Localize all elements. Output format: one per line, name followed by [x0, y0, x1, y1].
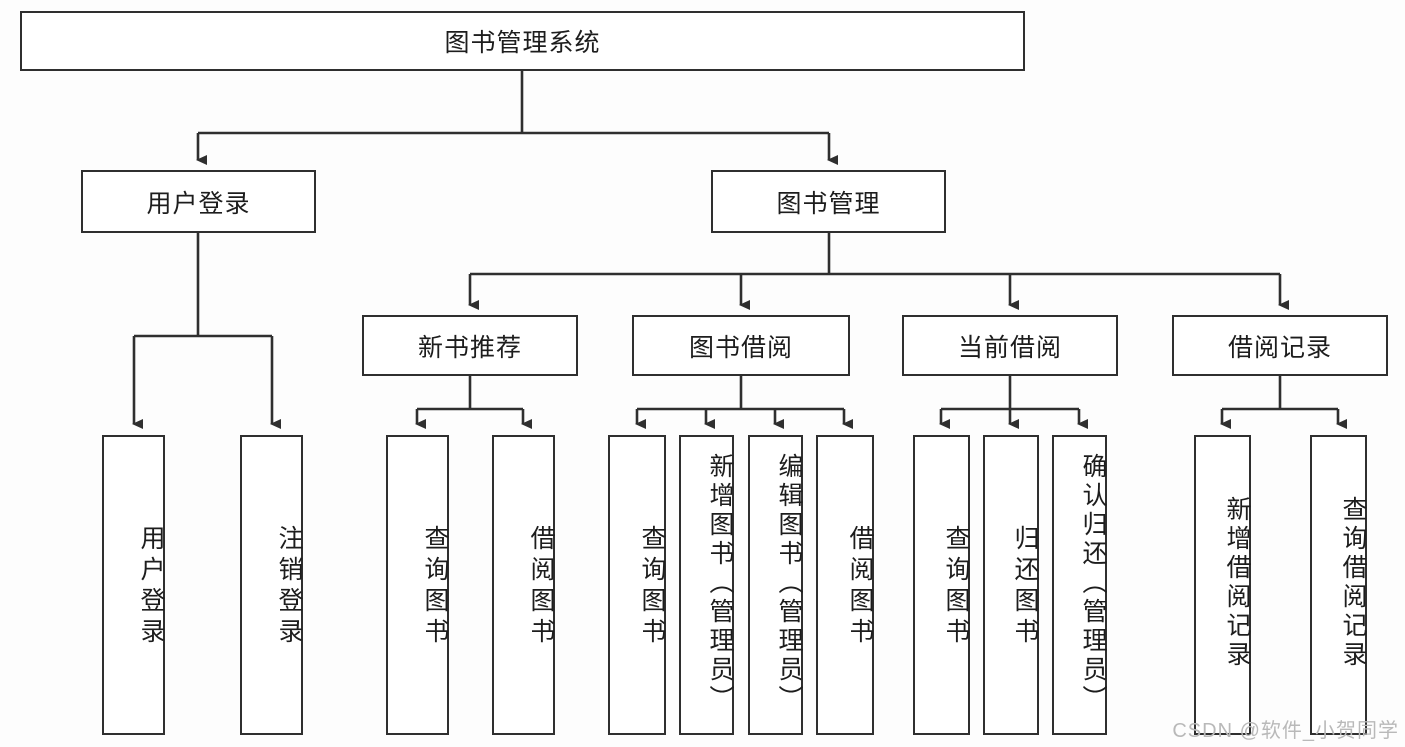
leaf-label: 用户登录 — [137, 525, 165, 649]
leaf-label: 借阅图书 — [527, 525, 555, 649]
node-book-management[interactable]: 图书管理 — [711, 170, 946, 233]
leaf-label: 查询图书 — [942, 525, 970, 649]
csdn-watermark: CSDN @软件_小贺同学 — [1172, 720, 1399, 742]
leaf-current-query-book[interactable]: 查询图书 — [913, 435, 970, 735]
node-root-label: 图书管理系统 — [444, 29, 601, 57]
leaf-borrow-edit-book-admin[interactable]: 编辑图书（管理员） — [748, 435, 803, 735]
leaf-borrow-add-book-admin[interactable]: 新增图书（管理员） — [679, 435, 734, 735]
node-book-management-label: 图书管理 — [776, 189, 881, 218]
leaf-label: 新增借阅记录 — [1223, 496, 1251, 670]
leaf-user-login-logout[interactable]: 注销登录 — [240, 435, 303, 735]
leaf-recommend-borrow-book[interactable]: 借阅图书 — [492, 435, 555, 735]
node-current-borrow[interactable]: 当前借阅 — [902, 315, 1118, 376]
leaf-label: 归还图书 — [1011, 525, 1039, 649]
leaf-label: 借阅图书 — [846, 525, 874, 649]
leaf-label: 确认归还（管理员） — [1079, 452, 1107, 714]
leaf-label: 查询借阅记录 — [1339, 496, 1367, 670]
leaf-label: 查询图书 — [638, 525, 666, 649]
leaf-records-query-record[interactable]: 查询借阅记录 — [1310, 435, 1367, 735]
node-book-borrow[interactable]: 图书借阅 — [632, 315, 850, 376]
leaf-user-login-login[interactable]: 用户登录 — [102, 435, 165, 735]
node-book-borrow-label: 图书借阅 — [688, 333, 793, 362]
leaf-borrow-borrow-book[interactable]: 借阅图书 — [816, 435, 874, 735]
node-borrow-records-label: 借阅记录 — [1227, 333, 1332, 362]
leaf-label: 注销登录 — [275, 525, 303, 649]
leaf-current-return-book[interactable]: 归还图书 — [983, 435, 1039, 735]
leaf-label: 编辑图书（管理员） — [775, 452, 803, 714]
leaf-current-confirm-return-admin[interactable]: 确认归还（管理员） — [1052, 435, 1107, 735]
node-new-book-recommend[interactable]: 新书推荐 — [362, 315, 578, 376]
node-user-login[interactable]: 用户登录 — [81, 170, 316, 233]
leaf-label: 查询图书 — [421, 525, 449, 649]
node-user-login-label: 用户登录 — [146, 189, 251, 218]
leaf-borrow-query-book[interactable]: 查询图书 — [608, 435, 666, 735]
leaf-records-add-record[interactable]: 新增借阅记录 — [1194, 435, 1251, 735]
leaf-label: 新增图书（管理员） — [706, 452, 734, 714]
leaf-recommend-query-book[interactable]: 查询图书 — [386, 435, 449, 735]
node-current-borrow-label: 当前借阅 — [957, 333, 1062, 362]
node-root-system[interactable]: 图书管理系统 — [20, 11, 1025, 71]
node-new-book-recommend-label: 新书推荐 — [417, 333, 522, 362]
node-borrow-records[interactable]: 借阅记录 — [1172, 315, 1388, 376]
